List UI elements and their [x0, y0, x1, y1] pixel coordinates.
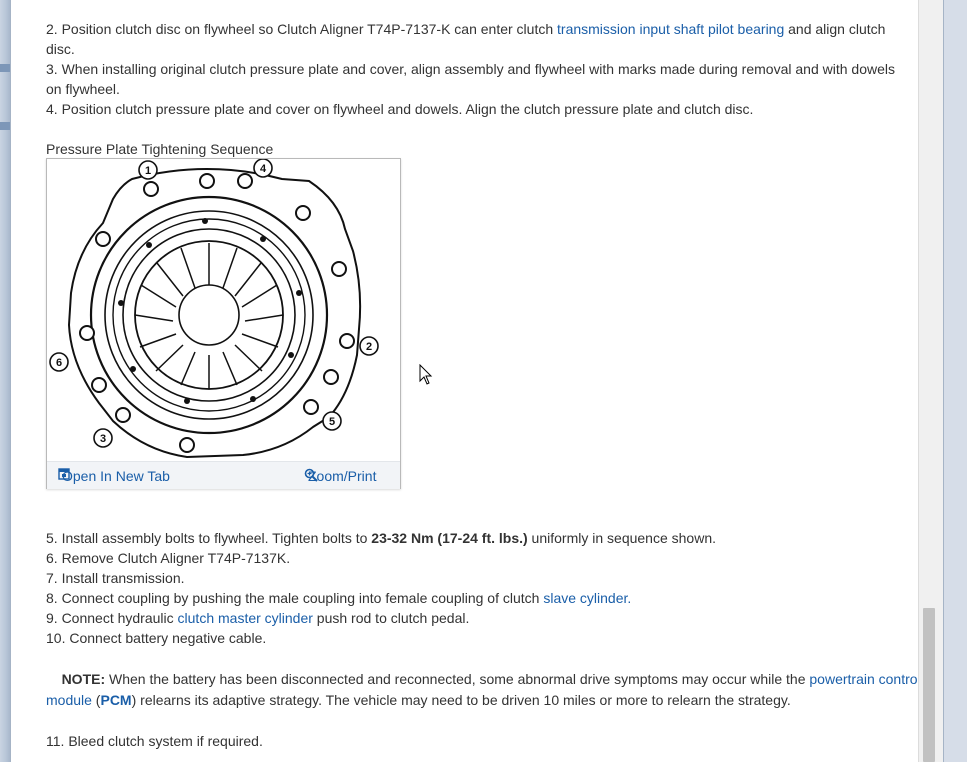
callout-3: 3 [100, 433, 106, 445]
open-in-new-tab-button[interactable]: Open In New Tab [58, 468, 170, 484]
scrollbar-thumb[interactable] [923, 608, 935, 762]
step-6: 6. Remove Clutch Aligner T74P-7137K. [46, 550, 291, 566]
figure-toolbar: Open In New Tab Zoom/Print [47, 461, 400, 489]
step-5: 5. Install assembly bolts to flywheel. T… [46, 530, 716, 546]
step-3: 3. When installing original clutch press… [46, 61, 895, 77]
figure-title: Pressure Plate Tightening Sequence [46, 141, 274, 157]
step-7: 7. Install transmission. [46, 570, 185, 586]
pcm-link[interactable]: powertrain control module [46, 671, 921, 708]
note-label: NOTE: [61, 671, 106, 687]
edge-marker [0, 122, 10, 130]
zoom-print-button[interactable]: Zoom/Print [304, 468, 376, 484]
window-left-edge [0, 0, 10, 762]
callout-4: 4 [260, 163, 267, 175]
callout-2: 2 [366, 341, 372, 353]
callout-1: 1 [145, 165, 151, 177]
pcm-abbrev: PCM [100, 692, 132, 708]
step-8: 8. Connect coupling by pushing the male … [46, 590, 632, 606]
callout-6: 6 [56, 357, 62, 369]
pilot-bearing-link[interactable]: transmission input shaft pilot bearing [557, 21, 785, 37]
step-9: 9. Connect hydraulic clutch master cylin… [46, 610, 470, 626]
step-11: 11. Bleed clutch system if required. [46, 733, 263, 749]
mouse-cursor-icon [419, 363, 433, 389]
step-3-cont: on flywheel. [46, 81, 120, 97]
step-10: 10. Connect battery negative cable. [46, 630, 267, 646]
slave-cylinder-link[interactable]: slave cylinder. [543, 590, 632, 606]
step-4: 4. Position clutch pressure plate and co… [46, 101, 754, 117]
edge-marker [0, 64, 10, 72]
step-2-cont: disc. [46, 41, 75, 57]
step-2: 2. Position clutch disc on flywheel so C… [46, 21, 886, 37]
article-content: 2. Position clutch disc on flywheel so C… [10, 0, 944, 762]
torque-spec: 23-32 Nm (17-24 ft. lbs.) [371, 530, 528, 546]
master-cylinder-link[interactable]: clutch master cylinder [177, 610, 313, 626]
pressure-plate-diagram[interactable]: 1 2 3 4 5 6 [47, 159, 400, 461]
callout-5: 5 [329, 416, 335, 428]
figure-pressure-plate: 1 2 3 4 5 6 Open In New Tab Zoom/Print [46, 158, 401, 489]
vertical-scrollbar[interactable] [918, 0, 943, 762]
note-paragraph: NOTE: When the battery has been disconne… [46, 671, 921, 708]
